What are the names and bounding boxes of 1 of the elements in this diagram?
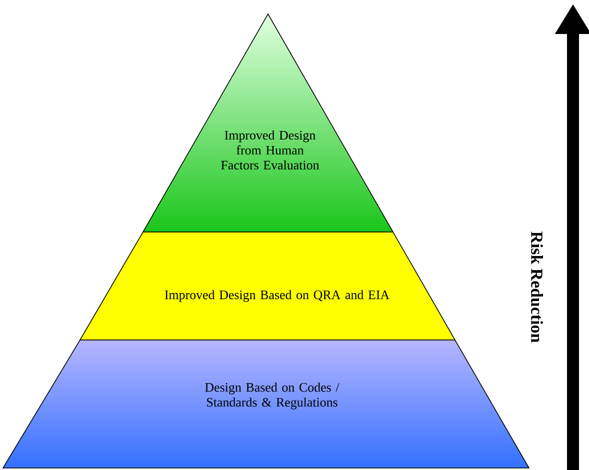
axis-label: Risk Reduction xyxy=(531,232,543,342)
